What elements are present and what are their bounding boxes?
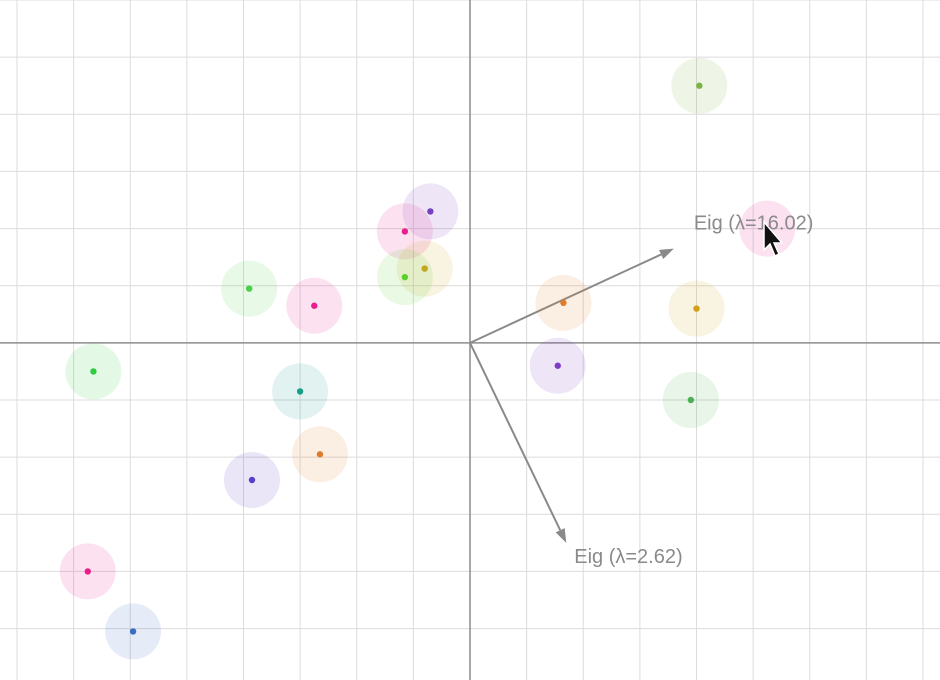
data-point-dot xyxy=(427,208,434,215)
eigenvector-labels: Eig (λ=16.02) Eig (λ=2.62) xyxy=(574,213,813,568)
data-point-dot xyxy=(696,82,703,89)
data-point[interactable] xyxy=(396,240,453,297)
mouse-cursor-icon xyxy=(763,219,784,258)
data-point-dot xyxy=(554,362,561,369)
data-point-dot xyxy=(90,368,97,375)
data-point-dot xyxy=(129,628,137,635)
data-point-dot xyxy=(693,305,700,312)
data-point-dot xyxy=(84,568,91,575)
eigenvectors xyxy=(469,248,674,543)
data-point[interactable] xyxy=(286,277,343,334)
data-point-dot xyxy=(248,476,256,484)
data-point[interactable] xyxy=(291,426,348,483)
data-point[interactable] xyxy=(671,57,728,114)
data-point[interactable] xyxy=(65,343,122,400)
data-point-dot xyxy=(560,299,567,307)
data-points xyxy=(59,57,796,660)
data-point[interactable] xyxy=(529,337,586,394)
data-point-dot xyxy=(245,285,253,292)
data-point[interactable] xyxy=(376,203,433,260)
data-point-dot xyxy=(687,396,695,404)
eigenvector-arrow-1 xyxy=(469,248,674,344)
eigenvector-label-2: Eig (λ=2.62) xyxy=(574,546,682,568)
data-point[interactable] xyxy=(105,603,162,660)
data-point[interactable] xyxy=(59,543,116,600)
data-point[interactable] xyxy=(223,452,280,508)
data-point-dot xyxy=(401,273,409,281)
eigenvector-shaft xyxy=(469,253,662,344)
data-point-dot xyxy=(421,265,428,272)
eigenvector-arrow-2 xyxy=(469,342,567,543)
eigenvector-shaft xyxy=(469,342,562,531)
data-point-dot xyxy=(401,228,409,235)
data-point[interactable] xyxy=(662,372,719,428)
eigenvector-arrowhead xyxy=(659,248,674,259)
eigenvector-label-1: Eig (λ=16.02) xyxy=(694,213,814,235)
data-point[interactable] xyxy=(535,274,592,331)
data-point[interactable] xyxy=(221,260,278,317)
eigenvector-arrowhead xyxy=(555,528,567,543)
data-point[interactable] xyxy=(402,183,459,240)
data-point[interactable] xyxy=(668,280,725,337)
data-point[interactable] xyxy=(376,249,433,306)
data-point[interactable] xyxy=(272,363,329,420)
data-point-dot xyxy=(296,388,304,395)
data-point-dot xyxy=(311,302,318,309)
data-point-dot xyxy=(316,451,324,458)
